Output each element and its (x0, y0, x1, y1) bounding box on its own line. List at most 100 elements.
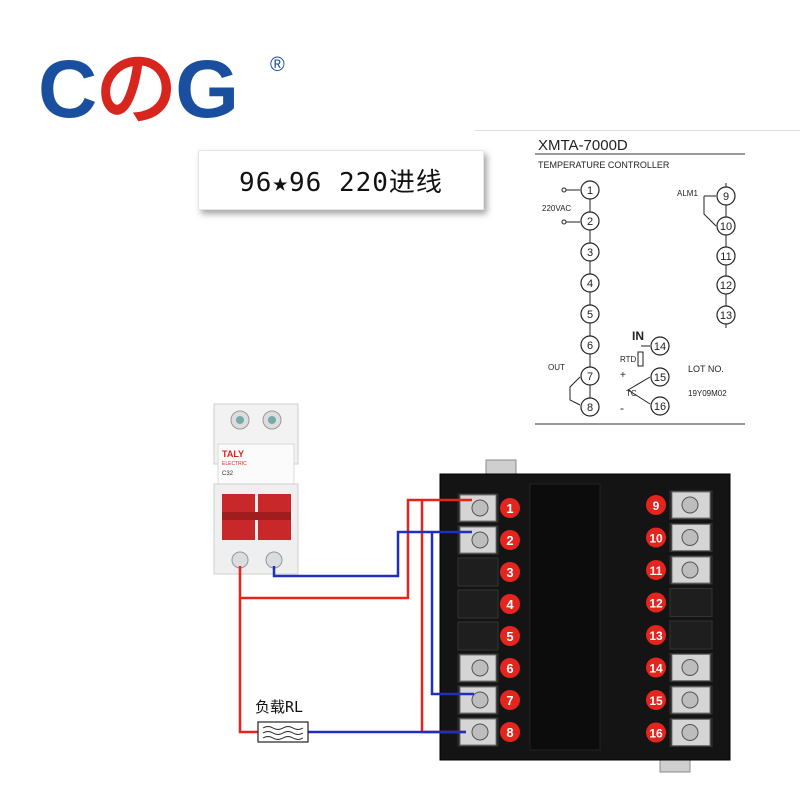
controller-terminal-screw-10[interactable] (681, 529, 699, 546)
terminal-badge-15-label: 15 (649, 694, 663, 708)
neutral-wire-terminal-7 (430, 532, 474, 696)
terminal-badge-8-label: 8 (506, 725, 513, 740)
schematic-terminal-7-label: 7 (587, 371, 593, 383)
schematic-diagram: XMTA-7000D TEMPERATURE CONTROLLER 123456… (535, 137, 745, 425)
terminal-badge-15 (646, 690, 666, 710)
controller-terminal-slot-12 (669, 588, 713, 617)
controller-right-terminal-block (669, 490, 713, 747)
schematic-terminal-1-label: 1 (587, 185, 593, 197)
schematic-subtitle: TEMPERATURE CONTROLLER (538, 160, 670, 170)
brand-logo-text: CのG (38, 40, 239, 140)
controller-terminal-screw-9[interactable] (681, 496, 699, 514)
terminal-badge-5 (500, 626, 520, 646)
output-contact (569, 376, 581, 406)
controller-terminal-screw-1[interactable] (471, 499, 489, 517)
schematic-terminal-4 (580, 273, 600, 293)
controller-terminal-screw-6[interactable] (471, 659, 489, 677)
breaker-model: C32 (222, 471, 234, 477)
controller-terminal-screw-15[interactable] (681, 691, 699, 709)
controller-back-panel (439, 459, 731, 773)
terminal-badge-16-label: 16 (649, 727, 663, 741)
tc-plus: + (620, 370, 626, 381)
tc-minus: - (620, 401, 624, 415)
terminal-badge-13 (646, 625, 666, 645)
terminal-badge-12-label: 12 (649, 597, 663, 611)
load-heater-wave-1 (262, 726, 304, 730)
schematic-terminal-3-label: 3 (587, 247, 593, 259)
terminal-badge-6 (500, 658, 520, 678)
output-label: OUT (548, 363, 565, 372)
schematic-terminal-16 (650, 396, 670, 416)
terminal-badge-4-label: 4 (506, 597, 514, 612)
terminal-badge-4 (500, 594, 520, 614)
controller-terminal-screw-16[interactable] (681, 724, 699, 741)
schematic-terminal-13 (716, 305, 736, 325)
alarm-contact (703, 196, 717, 227)
controller-terminal-screw-2[interactable] (471, 531, 489, 549)
schematic-terminal-14 (650, 336, 670, 356)
terminal-badge-5-label: 5 (506, 629, 513, 644)
breaker-brand-sub: ELECTRIC (222, 461, 247, 467)
schematic-terminal-10 (716, 216, 736, 236)
terminal-badge-2 (500, 530, 520, 550)
schematic-terminal-3 (580, 242, 600, 262)
logo-letter-c: C (38, 44, 97, 135)
load-label: 负载RL (255, 698, 303, 716)
schematic-terminal-11 (716, 246, 736, 266)
terminal-badge-1 (500, 498, 520, 518)
breaker-bottom-screw-1 (231, 551, 249, 569)
terminal-badge-12 (646, 592, 666, 613)
schematic-terminal-2-label: 2 (587, 216, 593, 228)
schematic-terminal-9-label: 9 (723, 191, 729, 203)
schematic-terminal-11-label: 11 (720, 251, 731, 263)
terminal-badge-1-label: 1 (506, 501, 513, 516)
schematic-terminal-5 (580, 304, 600, 324)
breaker-brand: TALY (222, 449, 244, 459)
load-heater-wave-2 (262, 731, 304, 735)
terminal-badge-16 (646, 722, 666, 743)
input-label: IN (632, 329, 644, 343)
schematic-terminal-1 (580, 180, 600, 200)
lot-number: 19Y09M02 (688, 389, 727, 398)
load-heater-wave-3 (262, 736, 304, 740)
rtd-label: RTD (620, 355, 637, 364)
controller-terminal-screw-8[interactable] (471, 723, 489, 741)
schematic-terminal-13-label: 13 (720, 310, 732, 322)
registered-mark: ® (270, 54, 285, 76)
terminal-badge-13-label: 13 (649, 629, 663, 643)
lot-label: LOT NO. (688, 364, 724, 374)
spec-label-box: 96★96 220进线 (198, 150, 484, 210)
breaker-screw-2-head (268, 416, 276, 424)
terminal-badge-14 (646, 657, 666, 678)
terminal-badge-9 (646, 495, 666, 515)
live-wire-to-load (238, 598, 258, 734)
controller-terminal-slot-3 (457, 557, 499, 587)
terminal-badge-3 (500, 562, 520, 582)
terminal-badge-8 (500, 722, 520, 742)
controller-terminal-screw-11[interactable] (681, 561, 699, 579)
wiring (238, 498, 474, 734)
schematic-terminal-14-label: 14 (654, 341, 666, 353)
schematic-terminal-2 (580, 211, 600, 231)
terminal-badge-14-label: 14 (649, 662, 663, 676)
controller-terminal-screw-14[interactable] (681, 659, 699, 676)
schematic-terminal-12 (716, 275, 736, 295)
schematic-terminal-6-label: 6 (587, 340, 593, 352)
circuit-breaker: TALY ELECTRIC C32 (213, 403, 299, 575)
schematic-terminal-15-label: 15 (654, 372, 666, 384)
load-element: 负载RL (255, 698, 309, 743)
supply-lead-2-end (561, 219, 567, 225)
supply-lead-1-end (561, 187, 567, 193)
schematic-terminal-8 (580, 397, 600, 417)
controller-terminal-slot-4 (457, 589, 499, 619)
divider-line (475, 130, 800, 131)
breaker-screw-1-head (236, 416, 244, 424)
schematic-terminal-8-label: 8 (587, 402, 593, 414)
controller-terminal-screw-7[interactable] (471, 691, 489, 709)
schematic-terminal-5-label: 5 (587, 309, 593, 321)
logo-letter-no: の (95, 44, 177, 135)
supply-label: 220VAC (542, 204, 571, 213)
controller-terminal-slot-5 (457, 621, 499, 651)
spec-label: 96★96 220进线 (239, 167, 443, 198)
